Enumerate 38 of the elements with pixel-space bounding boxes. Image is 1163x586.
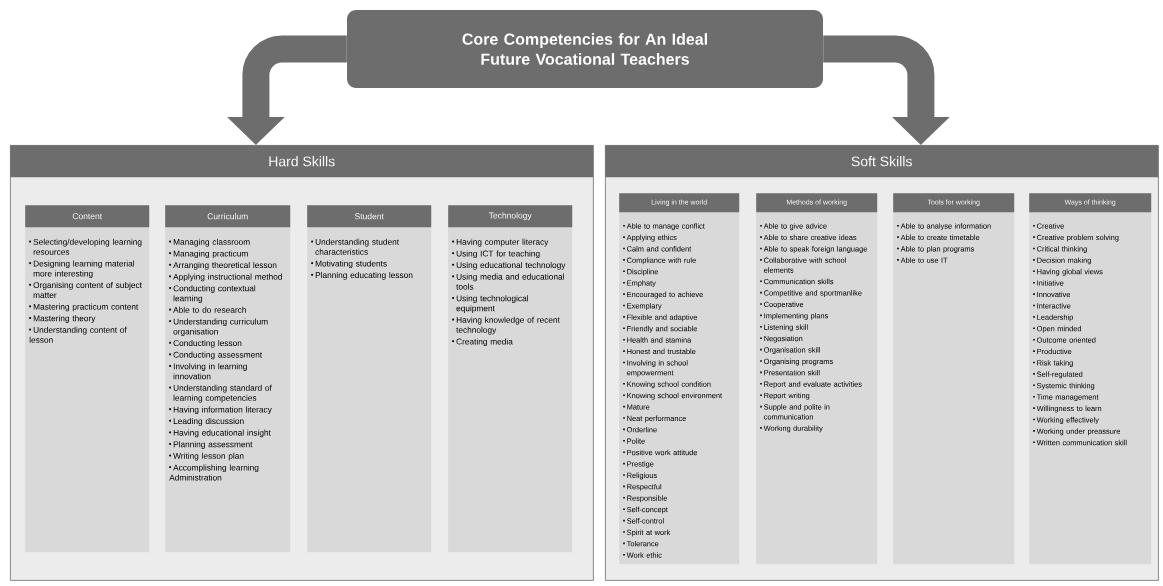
list-item: Mastering practicum content <box>29 303 139 312</box>
list-item: Managing practicum <box>169 250 248 259</box>
list-item: Using educational technology <box>452 262 566 270</box>
list-item: Understanding content of lesson <box>29 326 127 343</box>
title-box: Core Competencies for An Ideal Future Vocational Teachers <box>347 10 823 88</box>
list-item: Managing classroom <box>169 238 250 247</box>
list-item: Using media and educational tools <box>452 273 564 290</box>
list-item: Involving in learning innovation <box>169 363 247 380</box>
column-header: Content <box>25 205 150 228</box>
list-item: Understanding curriculum organisation <box>169 318 268 337</box>
list-item: Having information literacy <box>169 406 272 415</box>
list-item: Selecting/developing learning resources <box>29 238 142 255</box>
list-item: Conducting assessment <box>169 351 263 360</box>
list-item: Applying instructional method <box>169 273 282 282</box>
list-item: Organising content of subject matter <box>29 282 142 299</box>
list-item: Arranging theoretical lesson <box>169 262 277 270</box>
list-item: Writing lesson plan <box>169 452 244 461</box>
list-item: Mastering theory <box>29 315 96 323</box>
list-item: Leading discussion <box>169 418 244 426</box>
list-item: Conducting lesson <box>169 340 242 348</box>
list-item: Accomplishing learning Administration <box>169 464 259 481</box>
list-item: Conducting contextual learning <box>169 285 256 303</box>
column-header: Curriculum <box>165 205 291 228</box>
list-item: Understanding student characteristics <box>311 238 399 255</box>
list-item: Motivating students <box>311 260 387 269</box>
list-item: Using technological equipment <box>452 295 528 313</box>
list-item: Designing learning material more interesting <box>29 260 134 279</box>
list-item: Planning educating lesson <box>311 272 413 280</box>
list-item: Planning assessment <box>169 441 253 449</box>
list-item: Having computer literacy <box>452 238 549 247</box>
list-item: Using ICT for teaching <box>452 250 540 259</box>
column-header: Student <box>307 205 432 228</box>
list-item: Understanding standard of learning competencies <box>169 384 272 403</box>
list-item: Creating media <box>452 338 513 347</box>
list-item: Having educational insight <box>169 429 271 438</box>
list-item: Able to do research <box>169 306 246 313</box>
column-header: Technology <box>448 205 573 228</box>
list-item: Having knowledge of recent technology <box>452 316 560 335</box>
